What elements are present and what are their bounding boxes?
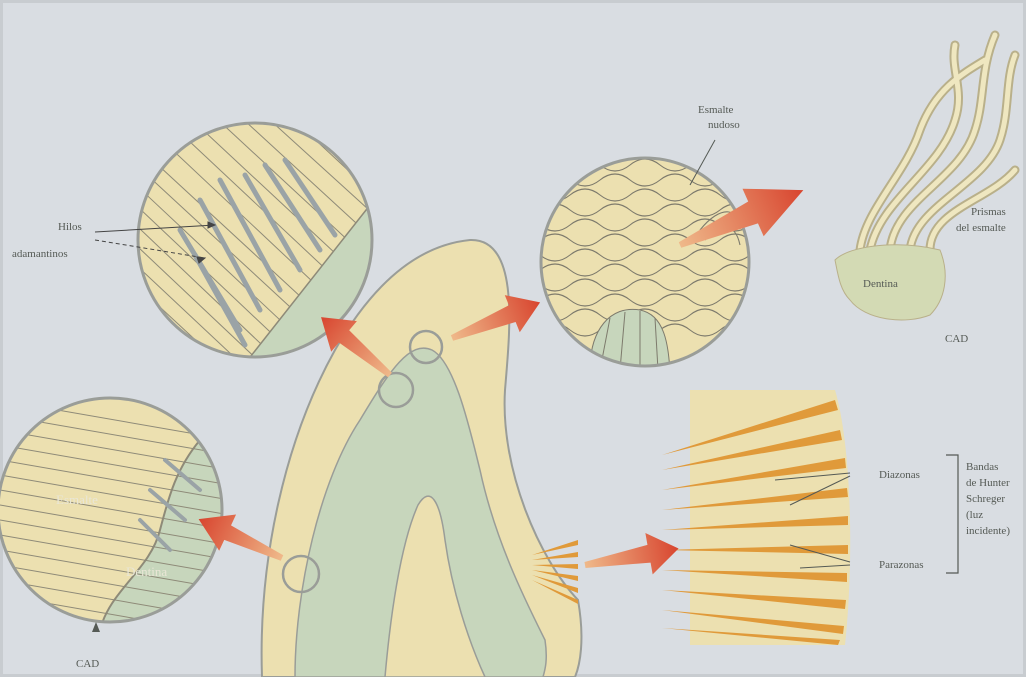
label-parazonas: Parazonas [879,559,924,571]
label-bandas-1: Bandas [966,461,998,473]
label-hilos-2: adamantinos [12,248,68,260]
label-dentina-left: Dentina [126,564,167,579]
label-esmalte-nudoso-2: nudoso [708,119,740,131]
label-esmalte-left: Esmalte [56,492,98,507]
label-esmalte-nudoso-1: Esmalte [698,104,734,116]
label-bandas-4: (luz [966,509,983,521]
label-prismas-1: Prismas [971,206,1006,218]
label-bandas-3: Schreger [966,493,1005,505]
label-diazonas: Diazonas [879,469,920,481]
label-bandas-5: incidente) [966,525,1010,537]
label-prismas-2: del esmalte [956,222,1006,234]
label-dentina-top: Dentina [863,278,898,290]
label-cad-bottom: CAD [76,658,99,670]
label-hilos-1: Hilos [58,221,82,233]
label-bandas-2: de Hunter [966,477,1010,489]
label-cad-top: CAD [945,333,968,345]
